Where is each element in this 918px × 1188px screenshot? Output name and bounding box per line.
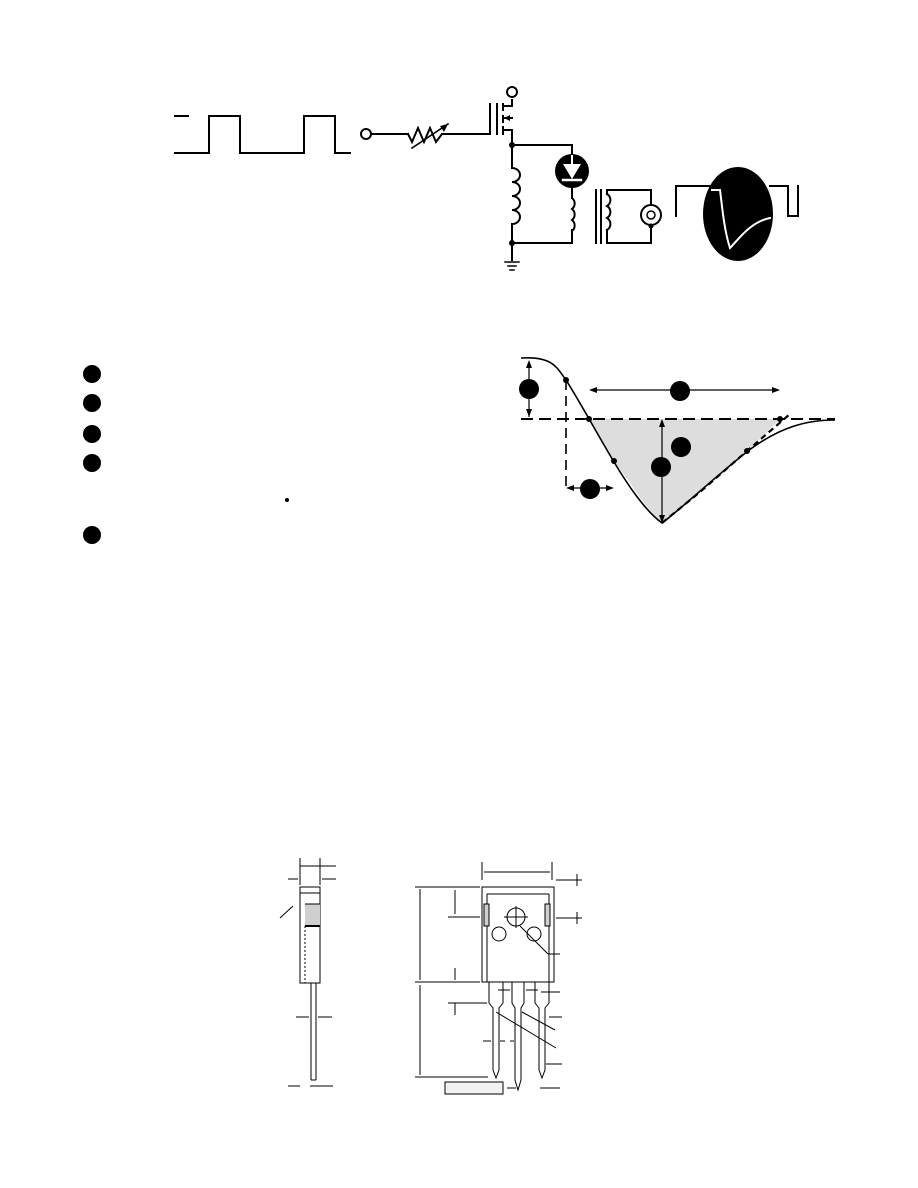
legend-marker-3 <box>83 425 101 443</box>
recovery-waveform <box>519 357 836 524</box>
input-pulse-waveform <box>174 115 351 154</box>
legend-marker-4 <box>83 454 101 472</box>
legend-dot-small <box>285 498 289 502</box>
inductor <box>510 166 521 226</box>
transformer-core <box>595 189 602 244</box>
oscilloscope-display <box>675 167 799 261</box>
package-body <box>481 886 555 983</box>
legend-marker-2 <box>83 394 101 412</box>
transformer-secondary <box>605 192 612 232</box>
callout-2 <box>670 381 690 401</box>
package-leads <box>488 982 550 1092</box>
diode-under-test <box>555 154 589 188</box>
legend-marker-1 <box>83 365 101 383</box>
callout-1 <box>519 379 539 399</box>
supply-terminal <box>506 86 518 98</box>
mosfet-transistor <box>496 99 513 146</box>
shaded-area <box>589 419 780 523</box>
legend-marker-5 <box>83 526 101 544</box>
variable-resistor <box>406 122 467 150</box>
transformer-primary <box>570 196 576 233</box>
legend <box>83 365 289 544</box>
callout-4 <box>651 457 671 477</box>
test-circuit <box>174 86 799 271</box>
current-probe <box>640 204 662 229</box>
callout-5 <box>580 479 600 499</box>
callout-3 <box>671 437 691 457</box>
ground-symbol <box>504 261 520 271</box>
